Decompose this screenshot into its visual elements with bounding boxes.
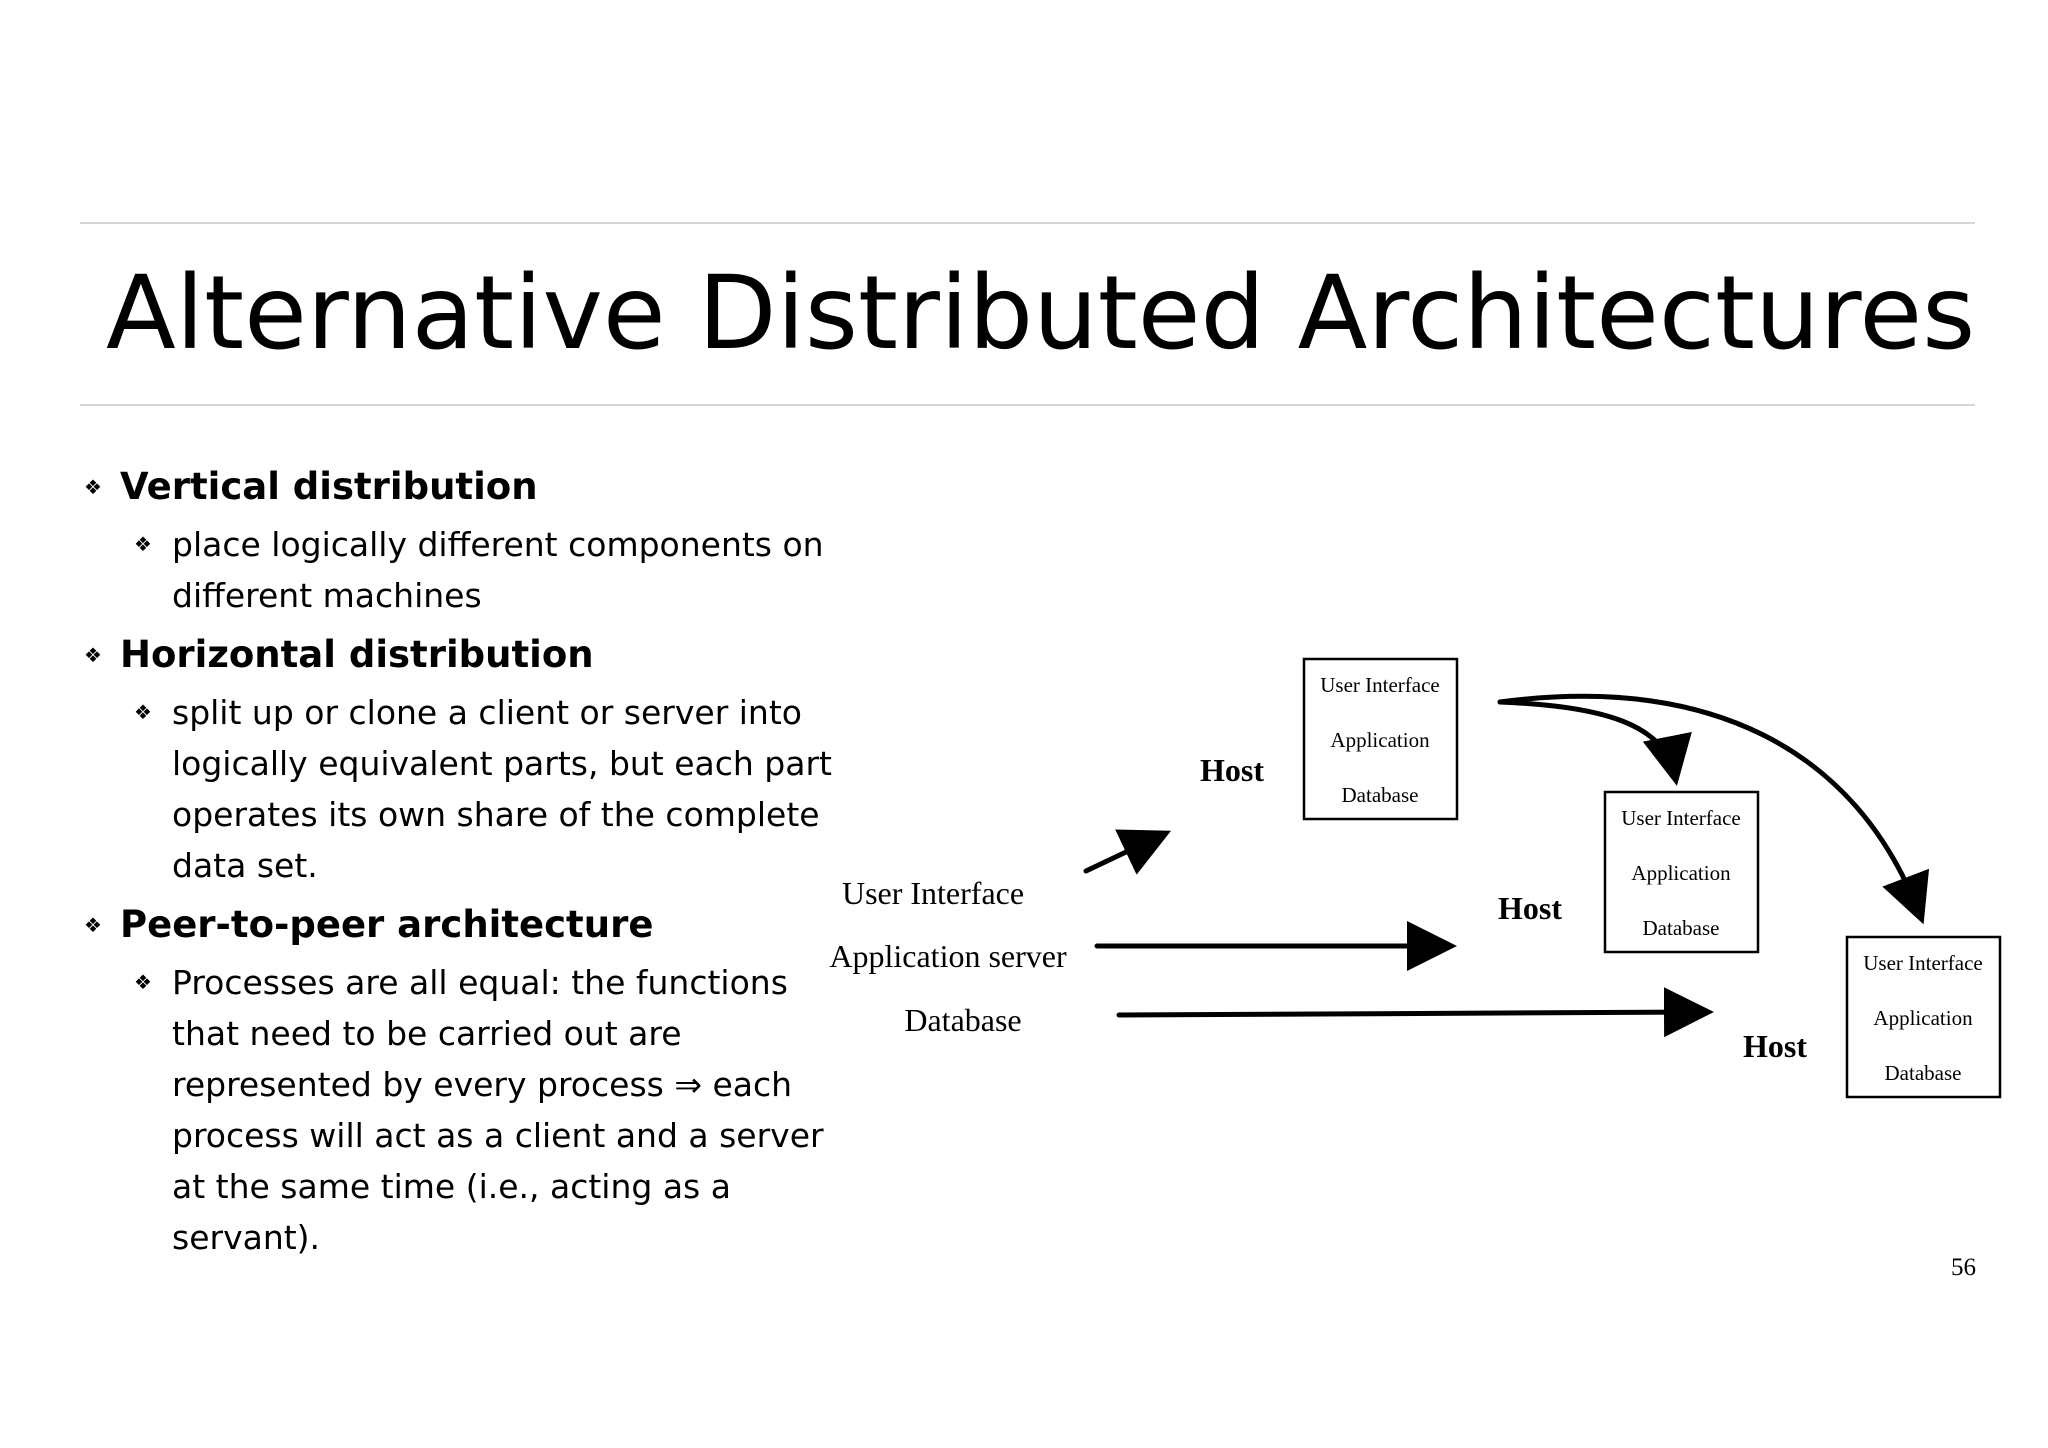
host-box: User Interface Application Database xyxy=(1845,935,2002,1099)
tier-label-application-server: Application server xyxy=(829,938,1067,974)
curved-arrow-host-to-host xyxy=(1497,699,1692,786)
bullet-item: ❖ Peer-to-peer architecture xyxy=(84,895,844,955)
arrow-database-to-host xyxy=(1116,987,1714,1038)
host-label: Host xyxy=(1200,752,1264,788)
host-layer-application: Application xyxy=(1330,728,1430,752)
diamond-bullet-icon: ❖ xyxy=(84,643,102,667)
curved-arrow-host-to-host xyxy=(1497,693,1930,925)
diamond-bullet-icon: ❖ xyxy=(134,532,152,556)
bullet-heading: Vertical distribution xyxy=(120,465,538,508)
host-label: Host xyxy=(1498,890,1562,926)
bullet-list: ❖ Vertical distribution ❖ place logicall… xyxy=(84,455,844,1267)
host-layer-database: Database xyxy=(1643,916,1720,940)
sub-bullet-text: place logically different components on … xyxy=(172,525,824,615)
diamond-bullet-icon: ❖ xyxy=(84,475,102,499)
sub-bullet-item: ❖ split up or clone a client or server i… xyxy=(84,687,844,891)
bullet-item: ❖ Horizontal distribution xyxy=(84,625,844,685)
host-layer-application: Application xyxy=(1873,1006,1973,1030)
arrow-ui-to-host xyxy=(1083,829,1172,875)
tier-label-database: Database xyxy=(904,1002,1021,1038)
sub-bullet-item: ❖ Processes are all equal: the functions… xyxy=(84,957,844,1263)
bullet-heading: Peer-to-peer architecture xyxy=(120,903,654,946)
host-label: Host xyxy=(1743,1028,1807,1064)
host-layer-user-interface: User Interface xyxy=(1621,806,1741,830)
sub-bullet-text: Processes are all equal: the functions t… xyxy=(172,963,824,1257)
diamond-bullet-icon: ❖ xyxy=(134,700,152,724)
host-layer-database: Database xyxy=(1342,783,1419,807)
host-layer-user-interface: User Interface xyxy=(1320,673,1440,697)
host-box-frame xyxy=(1302,657,1459,821)
slide-title: Alternative Distributed Architectures xyxy=(106,254,1976,373)
host-layer-application: Application xyxy=(1631,861,1731,885)
title-bottom-divider xyxy=(80,404,1975,406)
tier-label-user-interface: User Interface xyxy=(842,875,1024,911)
host-box: User Interface Application Database xyxy=(1603,790,1760,954)
sub-bullet-item: ❖ place logically different components o… xyxy=(84,519,844,621)
sub-bullet-text: split up or clone a client or server int… xyxy=(172,693,832,885)
page-number: 56 xyxy=(1951,1254,1976,1281)
bullet-heading: Horizontal distribution xyxy=(120,633,594,676)
host-layer-database: Database xyxy=(1885,1061,1962,1085)
host-layer-user-interface: User Interface xyxy=(1863,951,1983,975)
diamond-bullet-icon: ❖ xyxy=(134,970,152,994)
host-box: User Interface Application Database xyxy=(1302,657,1459,821)
host-box-frame xyxy=(1603,790,1760,954)
bullet-item: ❖ Vertical distribution xyxy=(84,457,844,517)
title-top-divider xyxy=(80,222,1975,224)
host-box-frame xyxy=(1845,935,2002,1099)
diamond-bullet-icon: ❖ xyxy=(84,913,102,937)
